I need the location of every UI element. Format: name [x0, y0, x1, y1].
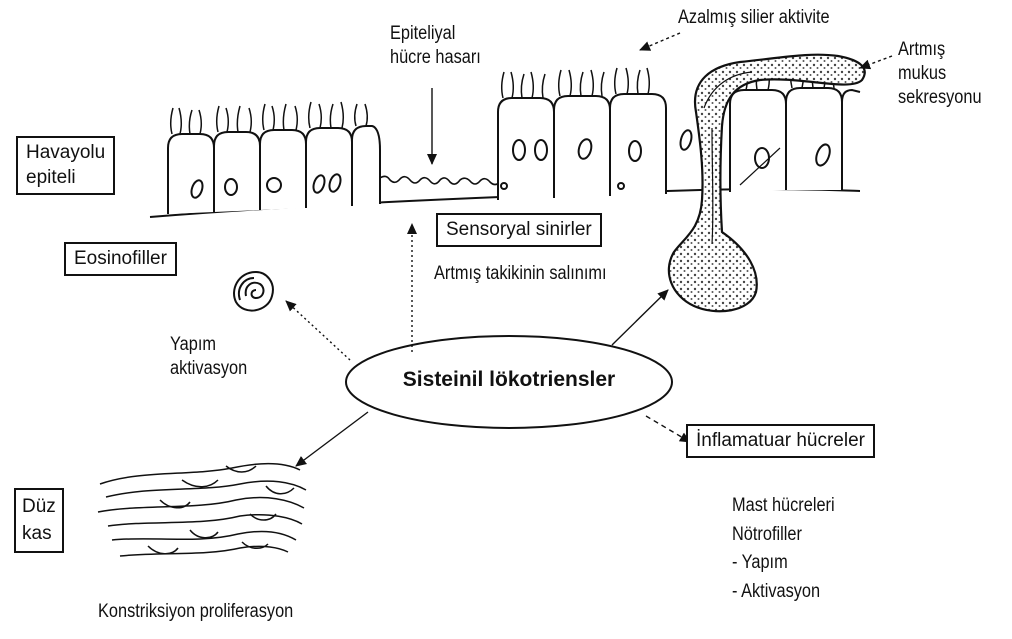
smooth-muscle-box: Düz kas [14, 488, 64, 553]
arrow-to-eosinophils [286, 301, 350, 360]
mucus-line1: Artmış [898, 38, 982, 62]
epithelial-cells-right [498, 88, 860, 200]
inflammatory-list: Mast hücreleri Nötrofiller - Yapım - Akt… [732, 492, 835, 606]
mucus-secretion-label: Artmış mukus sekresyonu [898, 38, 982, 109]
arrow-ciliary [640, 33, 680, 50]
epithelial-damage-label: Epiteliyal hücre hasarı [390, 22, 481, 70]
ciliary-activity-label: Azalmış silier aktivite [678, 6, 830, 30]
epithelial-cells-left [168, 126, 380, 214]
airway-label-line2: epiteli [26, 166, 105, 191]
smooth-muscle-line1: Düz [22, 494, 56, 521]
inflammatory-cells-box: İnflamatuar hücreler [686, 424, 875, 458]
inflammatory-item: Nötrofiller [732, 521, 835, 550]
inflammatory-item: Mast hücreleri [732, 492, 835, 521]
arrow-to-inflammatory [646, 416, 690, 442]
eosinophils-box: Eosinofiller [64, 242, 177, 276]
eosinophils-caption-line1: Yapım [170, 333, 247, 357]
mucus-line2: mukus [898, 62, 982, 86]
airway-epithelium-box: Havayolu epiteli [16, 136, 115, 195]
smooth-muscle-fibers [98, 464, 306, 556]
mucus-line3: sekresyonu [898, 86, 982, 110]
airway-label-line1: Havayolu [26, 141, 105, 166]
arrow-to-mucus [612, 290, 668, 345]
smooth-muscle-line2: kas [22, 521, 56, 548]
eosinophils-caption-line2: aktivasyon [170, 357, 247, 381]
inflammatory-item: - Aktivasyon [732, 578, 835, 607]
arrow-to-smooth-muscle [296, 412, 368, 466]
eosinophil-icon [234, 272, 273, 311]
center-title: Sisteinil lökotriensler [346, 368, 672, 392]
damaged-epithelium [380, 176, 508, 184]
sensory-caption: Artmış takikinin salınımı [434, 262, 607, 286]
epithelial-damage-line1: Epiteliyal [390, 22, 481, 46]
eosinophils-caption: Yapım aktivasyon [170, 333, 247, 381]
arrow-mucus-secretion [860, 56, 892, 68]
sensory-nerves-box: Sensoryal sinirler [436, 213, 602, 247]
smooth-muscle-caption: Konstriksiyon proliferasyon [98, 600, 293, 624]
inflammatory-item: - Yapım [732, 549, 835, 578]
epithelial-damage-line2: hücre hasarı [390, 46, 481, 70]
